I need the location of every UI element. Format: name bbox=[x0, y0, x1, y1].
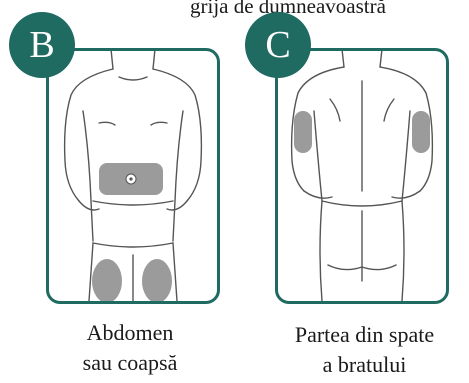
panel-front-view bbox=[46, 48, 220, 304]
caption-b-line1: Abdomen bbox=[40, 318, 220, 348]
caption-b-line2: sau coapsă bbox=[40, 348, 220, 378]
caption-front-view: Abdomen sau coapsă bbox=[40, 318, 220, 378]
back-body-illustration bbox=[278, 51, 446, 301]
panel-back-view bbox=[275, 48, 449, 304]
badge-b: B bbox=[9, 12, 75, 78]
right-upper-arm-injection-zone bbox=[412, 111, 430, 153]
header-text: grija de dumneavoastră bbox=[190, 0, 469, 19]
badge-c: C bbox=[245, 12, 311, 78]
front-body-illustration bbox=[49, 51, 217, 301]
caption-c-line1: Partea din spate bbox=[262, 320, 467, 350]
caption-back-view: Partea din spate a bratului bbox=[262, 320, 467, 380]
caption-c-line2: a bratului bbox=[262, 350, 467, 380]
right-thigh-injection-zone bbox=[142, 259, 172, 301]
left-thigh-injection-zone bbox=[92, 259, 122, 301]
left-upper-arm-injection-zone bbox=[294, 111, 312, 153]
